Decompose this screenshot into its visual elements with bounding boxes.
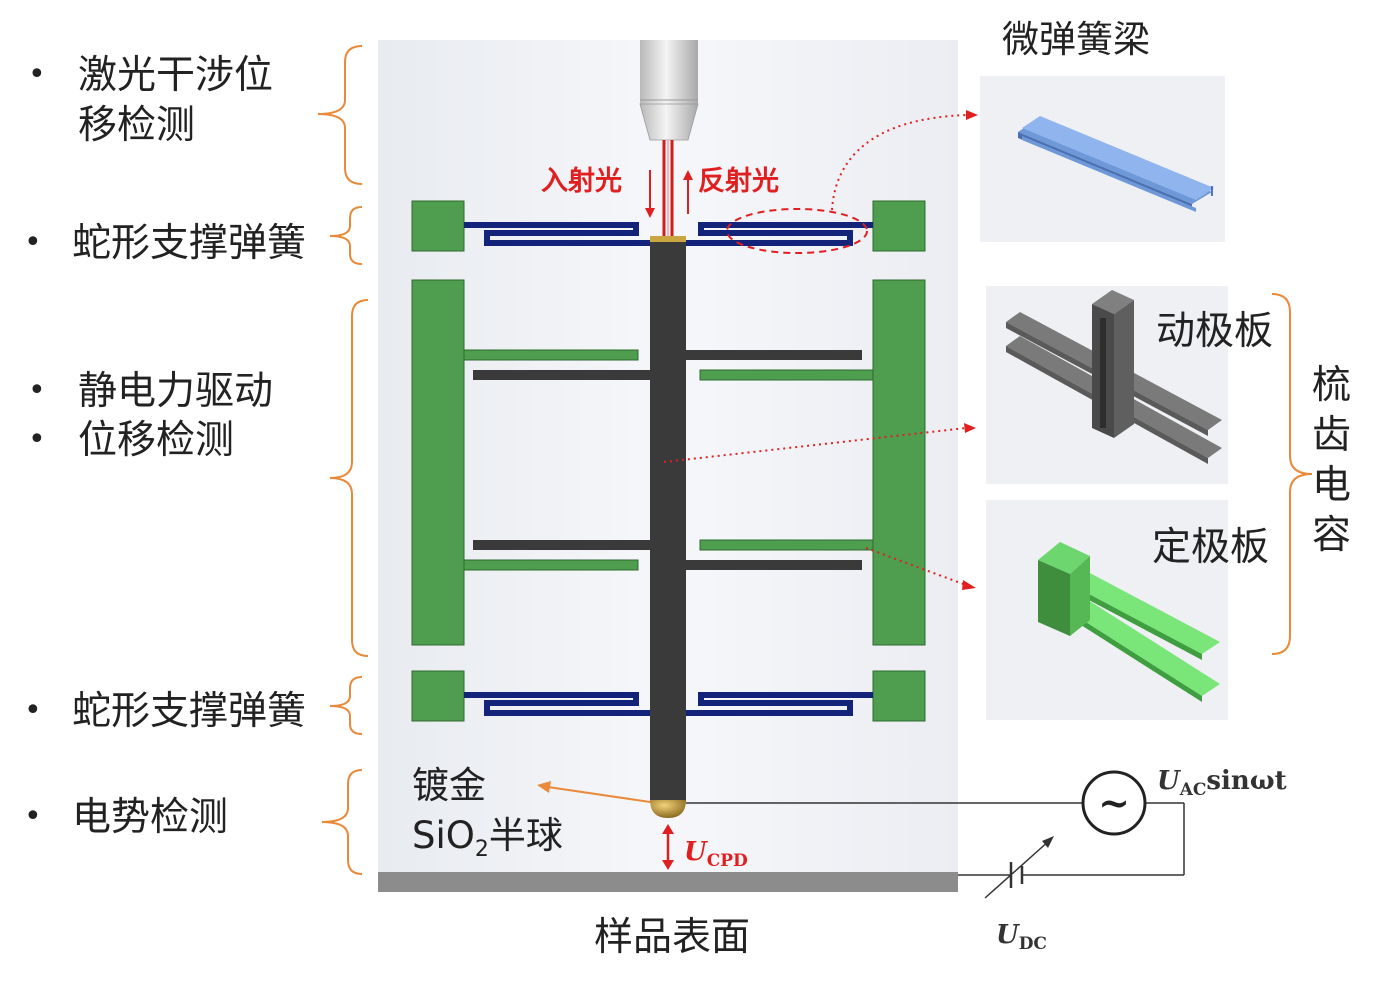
pointer-moving-plate [663, 427, 967, 463]
bullet-4: • [28, 422, 46, 457]
comb-fixed-frames [411, 279, 926, 646]
comb-capacitor-label-1: 梳 [1312, 363, 1351, 408]
bullet-2: • [24, 225, 42, 260]
laser-detection-label-line1: 激光干涉位 [78, 53, 273, 98]
ucpd-gap-arrow [662, 824, 674, 870]
bottom-serpentine-spring [411, 670, 926, 722]
laser-detection-label-line2: 移检测 [78, 103, 195, 148]
top-spring-label: 蛇形支撑弹簧 [72, 221, 306, 266]
bullet-3: • [28, 373, 46, 408]
bullet-6: • [24, 799, 42, 834]
comb-moving-fingers [473, 350, 862, 570]
sio2-hemisphere-label: SiO2半球 [412, 814, 563, 862]
reflected-light-label: 反射光 [698, 166, 779, 197]
central-probe [650, 236, 686, 818]
measurement-circuit [686, 802, 1185, 899]
electrostatic-drive-label: 静电力驱动 [78, 369, 273, 414]
comb-capacitor-bracket [1271, 293, 1313, 655]
fixed-plate-label: 定极板 [1152, 525, 1269, 570]
bullet-1: • [28, 57, 46, 92]
left-brackets [317, 45, 369, 875]
incident-light-label: 入射光 [541, 166, 622, 197]
laser-fiber-head [639, 40, 699, 141]
sample-surface-label: 样品表面 [594, 915, 750, 960]
bullet-5: • [24, 693, 42, 728]
ucpd-label: UCPD [684, 837, 748, 871]
potential-detection-label: 电势检测 [72, 795, 228, 840]
tip-pointer-arrow [537, 781, 651, 803]
ac-source-circle [1081, 770, 1147, 836]
udc-label: UDC [996, 920, 1047, 954]
fixed-plate-render-panel [986, 500, 1228, 720]
laser-beams [645, 140, 693, 236]
variable-cap-arrowhead [1042, 836, 1054, 848]
spring-beam-highlight [726, 208, 868, 254]
micro-spring-beam-title: 微弹簧梁 [1002, 18, 1150, 61]
comb-capacitor-label-2: 齿 [1312, 413, 1351, 458]
gold-coating-label: 镀金 [412, 764, 486, 807]
sample-surface-plate [378, 872, 958, 892]
moving-plate-render-panel [986, 286, 1228, 484]
comb-capacitor-label-3: 电 [1312, 463, 1351, 508]
top-serpentine-spring [411, 200, 926, 252]
ac-source-symbol: ~ [1098, 780, 1130, 825]
moving-plate-label: 动极板 [1156, 309, 1273, 354]
bottom-spring-label: 蛇形支撑弹簧 [72, 689, 306, 734]
displacement-detection-label: 位移检测 [78, 418, 234, 463]
pointer-spring-beam [831, 114, 969, 211]
comb-capacitor-label-4: 容 [1312, 513, 1351, 558]
spring-beam-render-panel [980, 76, 1225, 242]
uac-label: UACsinωt [1157, 766, 1287, 800]
